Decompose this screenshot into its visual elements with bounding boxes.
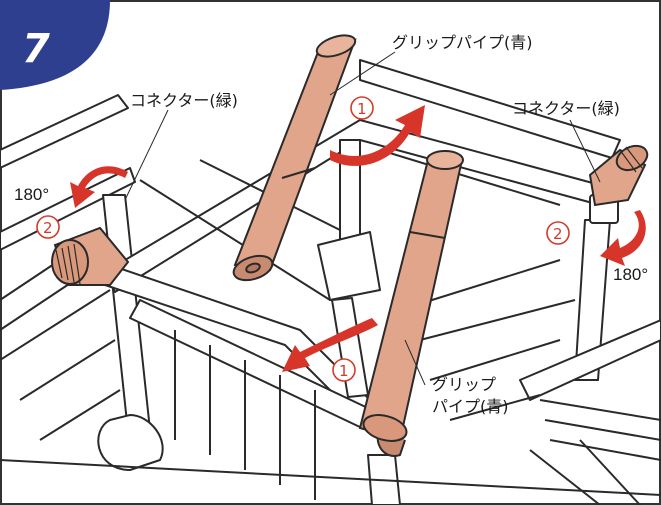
- label-angle-right: 180°: [613, 265, 648, 284]
- arrow-rotate-bottom: [282, 318, 378, 372]
- circled-number-left: 2: [36, 215, 60, 239]
- connector-right: [588, 144, 649, 207]
- rotation-arrows: [70, 105, 646, 372]
- svg-text:1: 1: [357, 100, 367, 118]
- label-angle-left: 180°: [14, 185, 49, 204]
- step-number: 7: [22, 26, 50, 72]
- label-grip-pipe-top: グリップパイプ(青): [392, 33, 533, 52]
- circled-number-top: 1: [350, 96, 374, 120]
- grip-pipe-top: [232, 34, 357, 282]
- label-grip-pipe-bottom-line1: グリップ: [432, 375, 496, 394]
- arrow-rotate-left: [70, 166, 128, 208]
- grip-pipe-bottom: [358, 150, 464, 457]
- arrow-rotate-top: [330, 105, 425, 166]
- step-badge: 7: [0, 0, 110, 90]
- svg-text:2: 2: [553, 225, 563, 243]
- arrow-rotate-right: [600, 210, 646, 266]
- label-grip-pipe-bottom-line2: パイプ(青): [432, 397, 509, 416]
- svg-text:2: 2: [43, 219, 53, 237]
- circled-number-right: 2: [546, 221, 570, 245]
- leader-lines: [124, 51, 601, 386]
- label-connector-right: コネクター(緑): [512, 99, 620, 118]
- circled-number-bottom: 1: [332, 358, 356, 382]
- label-connector-left: コネクター(緑): [130, 91, 238, 110]
- connector-left: [51, 226, 130, 286]
- svg-text:1: 1: [339, 362, 349, 380]
